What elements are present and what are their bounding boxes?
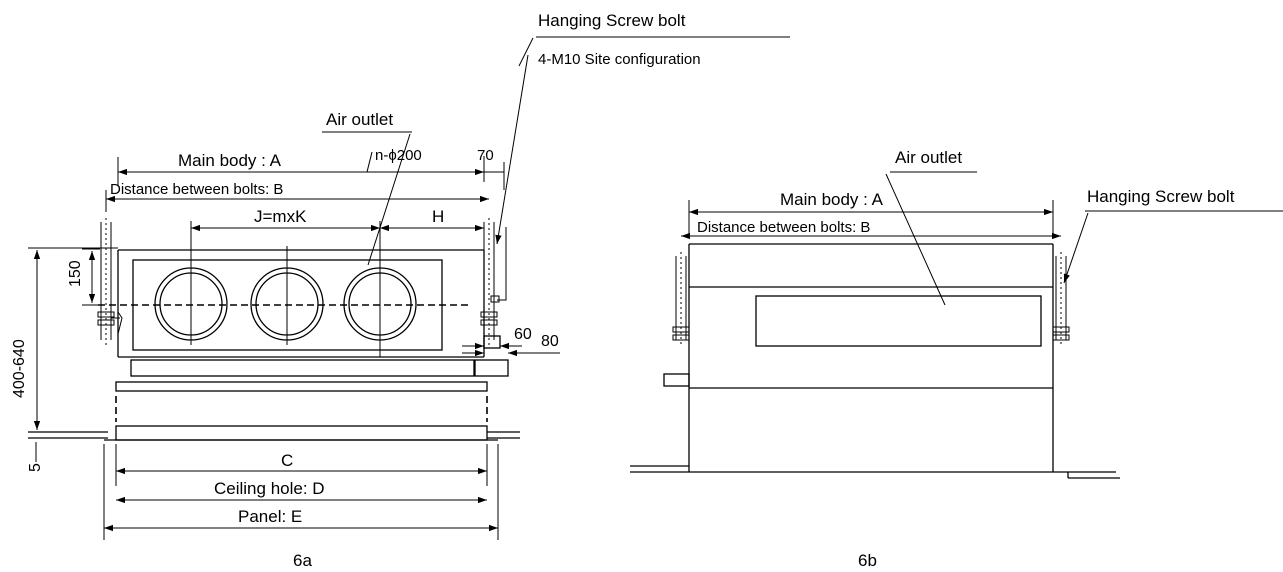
dim-j-label: J=mxK <box>254 207 307 226</box>
drain-stub-a <box>483 335 501 349</box>
outlet-circle-3 <box>343 262 417 357</box>
hanging-bolt-left-a <box>97 218 123 345</box>
main-body-label-a: Main body : A <box>178 151 282 170</box>
dim-h-label: H <box>432 207 444 226</box>
figure-6a: Air outlet n-ϕ200 Main body : A 70 Dista… <box>11 110 560 570</box>
outlet-slot-b <box>755 295 1042 347</box>
dim-80-label: 80 <box>541 333 559 350</box>
outlet-count-label: n-ϕ200 <box>375 147 422 164</box>
dim-60-label: 60 <box>514 326 532 343</box>
dim-height-label: 400-640 <box>11 339 28 398</box>
caption-6a: 6a <box>293 551 312 570</box>
bolt-spec-label: 4-M10 Site configuration <box>538 51 701 68</box>
hanging-bolt-right-a <box>480 218 500 345</box>
hanging-bolt-leader-b <box>1063 212 1089 284</box>
main-body-label-b: Main body : A <box>780 190 884 209</box>
air-outlet-label-b: Air outlet <box>895 148 962 167</box>
hanging-bolt-right-b <box>1052 252 1070 345</box>
bolt-bracket-right-a <box>497 227 507 301</box>
panel-label: Panel: E <box>238 507 302 526</box>
outlet-circle-1 <box>154 262 228 345</box>
drain-pipe-a <box>474 359 509 377</box>
hanging-bolt-label: Hanging Screw bolt <box>538 11 686 30</box>
caption-6b: 6b <box>858 551 877 570</box>
ceiling-hole-label: Ceiling hole: D <box>214 479 325 498</box>
air-outlet-label-a: Air outlet <box>326 110 393 129</box>
air-outlet-leader-b <box>885 173 946 306</box>
base-plate-a <box>115 381 488 392</box>
hanging-bolt-label-b: Hanging Screw bolt <box>1087 187 1235 206</box>
filter-tray-a <box>130 359 475 377</box>
dim-c-label: C <box>281 451 293 470</box>
bolt-distance-label-a: Distance between bolts: B <box>110 181 283 198</box>
outlet-circle-2 <box>250 246 324 345</box>
bolt-distance-label-b: Distance between bolts: B <box>697 219 870 236</box>
hanging-bolt-left-b <box>672 252 690 345</box>
callout-leader <box>495 54 529 245</box>
figure-6b: Air outlet Hanging Screw bolt Main body … <box>630 148 1283 570</box>
drain-stub-b <box>663 373 690 387</box>
outlet-count-tick <box>366 151 373 173</box>
dim-5-label: 5 <box>27 463 44 472</box>
panel-frame-a <box>115 425 488 441</box>
dim-150-label: 150 <box>67 260 84 287</box>
callout-tick <box>518 37 534 67</box>
dim-70-label: 70 <box>477 147 494 164</box>
top-callout: Hanging Screw bolt 4-M10 Site configurat… <box>495 11 790 245</box>
